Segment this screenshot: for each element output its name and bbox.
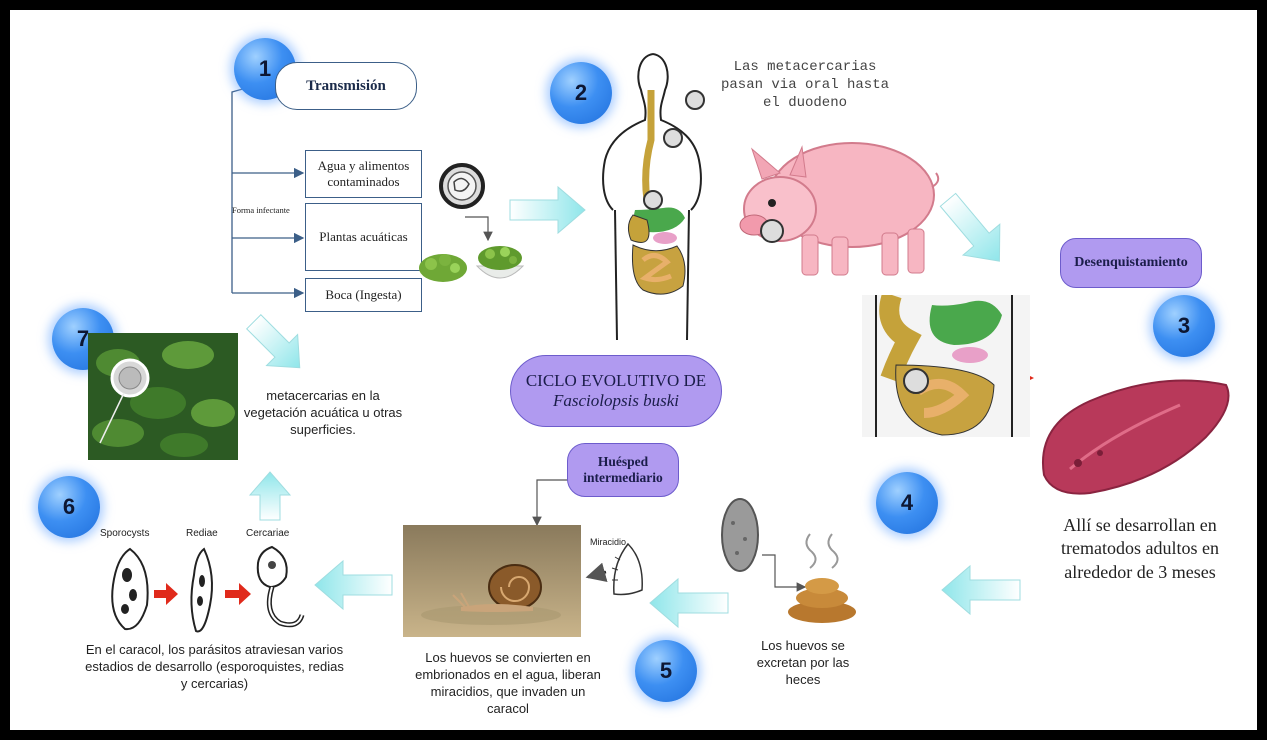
transmision-title: Transmisión bbox=[306, 77, 386, 94]
step-6-badge: 6 bbox=[38, 476, 100, 538]
step6-description: En el caracol, los parásitos atraviesan … bbox=[85, 642, 344, 691]
step7-description: metacercarias en la vegetación acuática … bbox=[243, 388, 403, 437]
arrow-step6-left bbox=[314, 559, 393, 611]
adult-fluke-illustration bbox=[1042, 379, 1230, 495]
arrow-step5-left bbox=[649, 577, 729, 629]
human-digestive-tract-illustration bbox=[602, 53, 705, 341]
center-species: Fasciolopsis buski bbox=[552, 391, 680, 410]
miracidio-pointer bbox=[585, 562, 608, 582]
desenquistamiento-label: Desenquistamiento bbox=[1060, 238, 1202, 288]
transmission-connectors bbox=[231, 79, 305, 299]
diagram-canvas: 1 2 3 4 5 6 7 Transmisión Forma infectan… bbox=[10, 10, 1257, 730]
intestine-closeup-illustration bbox=[862, 295, 1030, 437]
stage-label-rediae: Rediae bbox=[186, 528, 218, 539]
arrow-to-step3 bbox=[939, 192, 1001, 262]
arrow-to-host bbox=[509, 185, 586, 235]
step-2-badge: 2 bbox=[550, 62, 612, 124]
step-4-badge: 4 bbox=[876, 472, 938, 534]
step4-description: Los huevos se excretan por las heces bbox=[756, 638, 850, 687]
egg-pointer-line bbox=[762, 554, 807, 592]
snail-photo bbox=[403, 525, 581, 637]
forma-infectante-label: Forma infectante bbox=[232, 205, 290, 215]
red-stage-arrows bbox=[154, 583, 251, 605]
center-title-bubble: CICLO EVOLUTIVO DE Fasciolopsis buski bbox=[510, 355, 722, 427]
cyst-pointer-line bbox=[465, 216, 493, 242]
arrow-step7-up bbox=[246, 314, 301, 369]
pig-illustration bbox=[739, 142, 940, 276]
center-title: CICLO EVOLUTIVO DE bbox=[525, 371, 707, 390]
huesped-pointer-line bbox=[532, 479, 577, 527]
redia-illustration bbox=[190, 547, 213, 633]
connector-layer bbox=[154, 79, 1034, 629]
vegetation-photo bbox=[88, 333, 238, 460]
transmision-title-box: Transmisión bbox=[275, 62, 417, 110]
plantas-acuaticas-box: Plantas acuáticas bbox=[305, 203, 422, 271]
miracidium-illustration bbox=[611, 542, 643, 596]
step3-description: Allí se desarrollan en trematodos adulto… bbox=[1061, 515, 1219, 582]
step-5-badge: 5 bbox=[635, 640, 697, 702]
metacercaria-cyst-icon bbox=[439, 163, 485, 209]
step2-description: Las metacercarias pasan via oral hasta e… bbox=[720, 59, 890, 112]
miracidio-label: Miracidio bbox=[590, 537, 627, 547]
step-3-badge: 3 bbox=[1153, 295, 1215, 357]
huesped-intermediario-label: Huésped intermediario bbox=[567, 443, 679, 497]
agua-alimentos-box: Agua y alimentos contaminados bbox=[305, 150, 422, 198]
step5-description: Los huevos se convierten en embrionados … bbox=[415, 650, 601, 716]
arrow-step4-left bbox=[941, 564, 1021, 616]
egg-icon bbox=[721, 498, 759, 572]
sporocyst-illustration bbox=[111, 547, 149, 631]
stage-label-cercariae: Cercariae bbox=[246, 528, 290, 539]
arrow-step6-up bbox=[248, 471, 292, 521]
aquatic-plants-icon bbox=[419, 246, 525, 282]
feces-icon bbox=[788, 533, 856, 623]
boca-ingesta-box: Boca (Ingesta) bbox=[305, 278, 422, 312]
cercaria-illustration bbox=[256, 545, 305, 628]
stage-label-sporocysts: Sporocysts bbox=[100, 528, 150, 539]
